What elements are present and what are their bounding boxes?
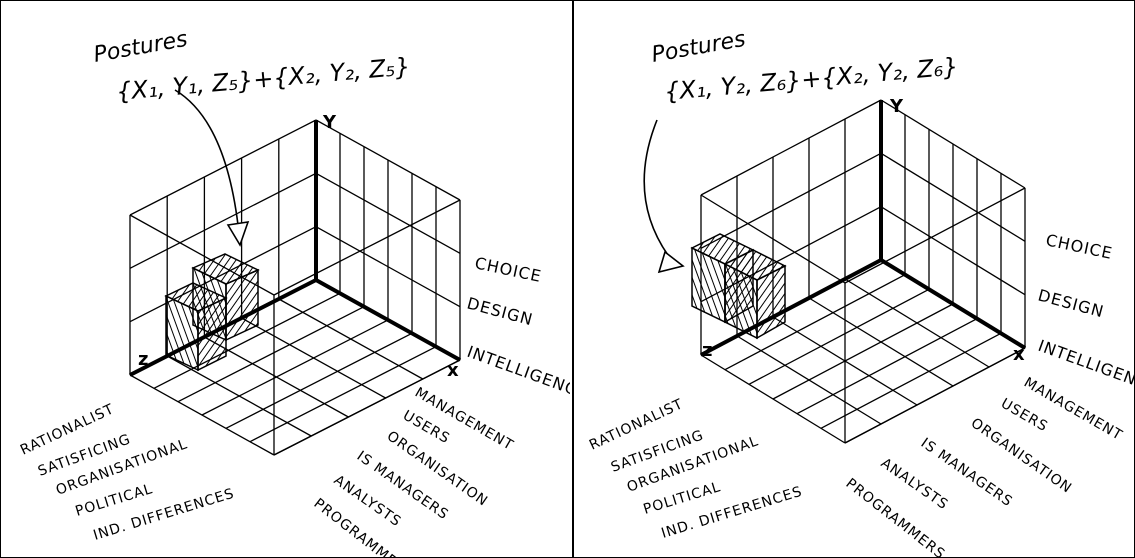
grid-line xyxy=(700,354,846,444)
y-level-choice: CHOICE xyxy=(473,253,543,286)
grid-line xyxy=(225,332,413,429)
right-cube-diagram: Postures {X₁, Y₂, Z₆}+{X₂, Y₂, Z₆} Y x z… xyxy=(587,27,1135,558)
y-level-design: DESIGN xyxy=(1036,286,1106,322)
pointer-arrowhead xyxy=(226,221,250,247)
x-item-users: USERS xyxy=(998,396,1051,436)
cube-grid xyxy=(129,119,461,456)
axis-x-label: x xyxy=(1013,344,1025,365)
grid-edge xyxy=(844,187,1026,284)
grid-line xyxy=(241,317,386,399)
left-panel: Postures {X₁, Y₁, Z₅}+{X₂, Y₂, Z₅} Y x z… xyxy=(18,27,570,558)
grid-line xyxy=(204,336,349,418)
grid-line xyxy=(177,306,365,403)
postures-title: Postures xyxy=(92,27,190,68)
cube-axes xyxy=(700,100,1027,357)
grid-line xyxy=(278,298,424,380)
pointer-arrow xyxy=(643,119,674,263)
grid-line xyxy=(808,297,954,387)
grid-line xyxy=(315,172,461,254)
y-level-choice: CHOICE xyxy=(1044,230,1114,263)
x-axis-line xyxy=(879,258,1027,350)
grid-edge xyxy=(700,194,846,284)
grid-edge xyxy=(273,199,461,296)
posture-blocks xyxy=(690,233,787,340)
axis-y-label: Y xyxy=(322,112,337,133)
grid-line xyxy=(880,206,1026,296)
z-axis-line xyxy=(700,258,882,357)
pointer-arrow xyxy=(174,89,239,226)
grid-line xyxy=(129,119,317,216)
grid-line xyxy=(129,374,275,456)
grid-line xyxy=(880,152,1026,242)
right-panel: Postures {X₁, Y₂, Z₆}+{X₂, Y₂, Z₆} Y x z… xyxy=(565,0,1135,558)
grid-line xyxy=(315,226,461,308)
panel-divider xyxy=(572,0,574,558)
axis-z-label: z xyxy=(702,340,712,361)
grid-line xyxy=(201,319,389,416)
grid-line xyxy=(153,292,341,389)
axis-y-label: Y xyxy=(889,96,904,117)
grid-line xyxy=(736,335,882,425)
y-level-design: DESIGN xyxy=(465,294,535,330)
posture-block2-right xyxy=(197,296,227,372)
posture-formula: {X₁, Y₂, Z₆}+{X₂, Y₂, Z₆} xyxy=(663,52,959,106)
grid-edge xyxy=(844,347,1026,444)
grid-line xyxy=(724,274,906,371)
postures-title: Postures xyxy=(650,27,748,68)
y-level-intelligence: INTELLIGENCE xyxy=(465,342,570,403)
axis-x-label: x xyxy=(447,360,459,381)
grid-line xyxy=(700,152,882,249)
grid-line xyxy=(820,332,1002,429)
grid-line xyxy=(880,99,1026,189)
grid-line xyxy=(700,99,882,196)
x-item-management: MANAGEMENT xyxy=(1021,375,1125,444)
grid-line xyxy=(249,346,437,443)
x-axis-line xyxy=(315,278,461,362)
grid-line xyxy=(129,172,317,269)
grid-line xyxy=(796,318,978,415)
grid-edge xyxy=(273,359,461,456)
pointer-arrowhead xyxy=(657,250,685,274)
posture-block2-right xyxy=(756,264,786,340)
grid-line xyxy=(844,278,990,368)
left-cube-diagram: Postures {X₁, Y₁, Z₅}+{X₂, Y₂, Z₅} Y x z… xyxy=(18,27,570,558)
axis-z-label: z xyxy=(138,349,148,370)
grid-line xyxy=(748,288,930,385)
grid-line xyxy=(772,303,954,400)
grid-line xyxy=(166,355,312,437)
posture-formula: {X₁, Y₁, Z₅}+{X₂, Y₂, Z₅} xyxy=(115,52,411,106)
grid-line xyxy=(315,119,461,201)
posture-blocks xyxy=(164,253,260,372)
